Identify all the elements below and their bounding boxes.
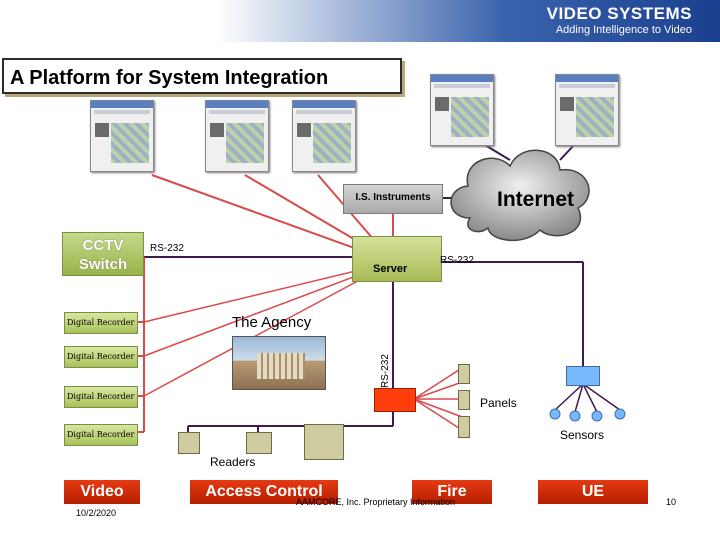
rs232-vertical-label: RS-232 xyxy=(380,354,391,388)
sensors-label: Sensors xyxy=(560,428,605,442)
footer-date: 10/2/2020 xyxy=(76,508,117,518)
digital-recorder: Digital Recorder xyxy=(64,386,138,408)
monitor-screenshot xyxy=(555,74,619,146)
fire-button[interactable]: Fire xyxy=(412,480,492,504)
page-title: A Platform for System Integration xyxy=(2,58,402,94)
digital-recorder: Digital Recorder xyxy=(64,346,138,368)
cctv-switch-line1: CCTV xyxy=(82,237,124,254)
rs232-left-label: RS-232 xyxy=(150,243,184,254)
ue-button[interactable]: UE xyxy=(538,480,648,504)
footer-copyright: AAMCORE, Inc. Proprietary Information xyxy=(296,497,456,507)
monitor-screenshot xyxy=(292,100,356,172)
panel-box xyxy=(374,388,416,412)
panel-door xyxy=(458,390,470,410)
header-banner xyxy=(0,0,720,42)
readers-label: Readers xyxy=(210,455,256,469)
panel-door xyxy=(458,364,470,384)
cloud-icon xyxy=(450,149,590,242)
video-button[interactable]: Video xyxy=(64,480,140,504)
monitor-screenshot xyxy=(205,100,269,172)
agency-label: The Agency xyxy=(232,314,312,331)
rs232-right-label: RS-232 xyxy=(440,255,474,266)
monitor-screenshot xyxy=(430,74,494,146)
reader-device xyxy=(304,424,344,460)
access-control-button[interactable]: Access Control xyxy=(190,480,338,504)
is-instruments-box: I.S. Instruments xyxy=(343,184,443,214)
brand-tagline: Adding Intelligence to Video xyxy=(555,24,692,36)
sensor-hub xyxy=(566,366,600,386)
panels-label: Panels xyxy=(480,396,517,410)
panel-door xyxy=(458,416,470,438)
internet-label: Internet xyxy=(497,188,575,211)
server-box xyxy=(352,236,442,282)
cctv-switch-line2: Switch xyxy=(78,256,128,273)
brand-title: VIDEO SYSTEMS xyxy=(546,4,692,23)
agency-building-image xyxy=(232,336,326,390)
monitor-screenshot xyxy=(90,100,154,172)
digital-recorder: Digital Recorder xyxy=(64,424,138,446)
cctv-switch-box: CCTV Switch xyxy=(62,232,144,276)
reader-device xyxy=(178,432,200,454)
server-label: Server xyxy=(373,263,408,275)
reader-device xyxy=(246,432,272,454)
page-number: 10 xyxy=(666,497,677,507)
digital-recorder: Digital Recorder xyxy=(64,312,138,334)
